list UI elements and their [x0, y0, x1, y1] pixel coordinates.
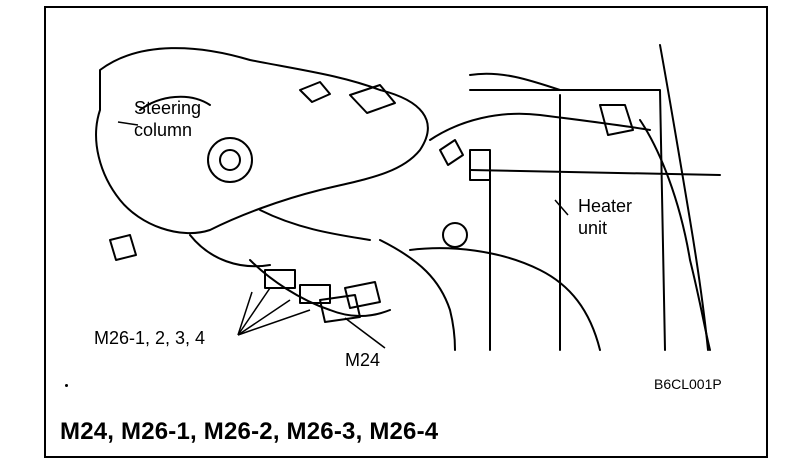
harness-shape — [249, 259, 391, 317]
heater-unit-label-line1: Heater — [578, 196, 633, 216]
steering-column-label-line2: column — [134, 120, 193, 140]
figure-caption: M24, M26-1, M26-2, M26-3, M26-4 — [60, 418, 439, 445]
steering-column-label-line1: Steering — [134, 98, 202, 118]
stray-dot — [65, 384, 68, 387]
m26-connector-label: M26-1, 2, 3, 4 — [94, 328, 206, 348]
figure-code: B6CL001P — [654, 376, 722, 392]
heater-unit-shape — [469, 89, 721, 351]
figure-frame — [44, 6, 768, 458]
steering-column-shape — [95, 47, 429, 235]
m24-connector-label: M24 — [345, 350, 381, 370]
heater-unit-label-line2: unit — [578, 218, 608, 238]
